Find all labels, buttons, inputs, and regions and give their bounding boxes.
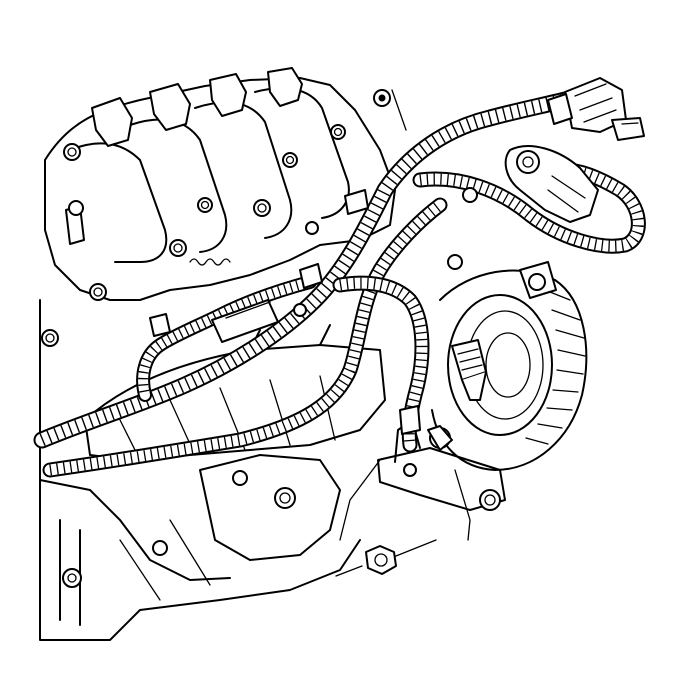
manifold-bolts bbox=[41, 124, 346, 347]
harness-connector bbox=[451, 339, 487, 401]
nut bbox=[335, 539, 437, 577]
harness-clips bbox=[149, 189, 421, 435]
exhaust-manifold bbox=[84, 324, 386, 461]
nut-top bbox=[373, 89, 407, 131]
engine-block bbox=[39, 299, 361, 641]
wiring-harness bbox=[33, 91, 646, 478]
intake-manifold bbox=[41, 67, 396, 347]
generator bbox=[427, 261, 588, 471]
connector-top-right bbox=[547, 77, 645, 141]
mounting-hardware bbox=[293, 187, 478, 541]
sensor bbox=[504, 145, 599, 223]
